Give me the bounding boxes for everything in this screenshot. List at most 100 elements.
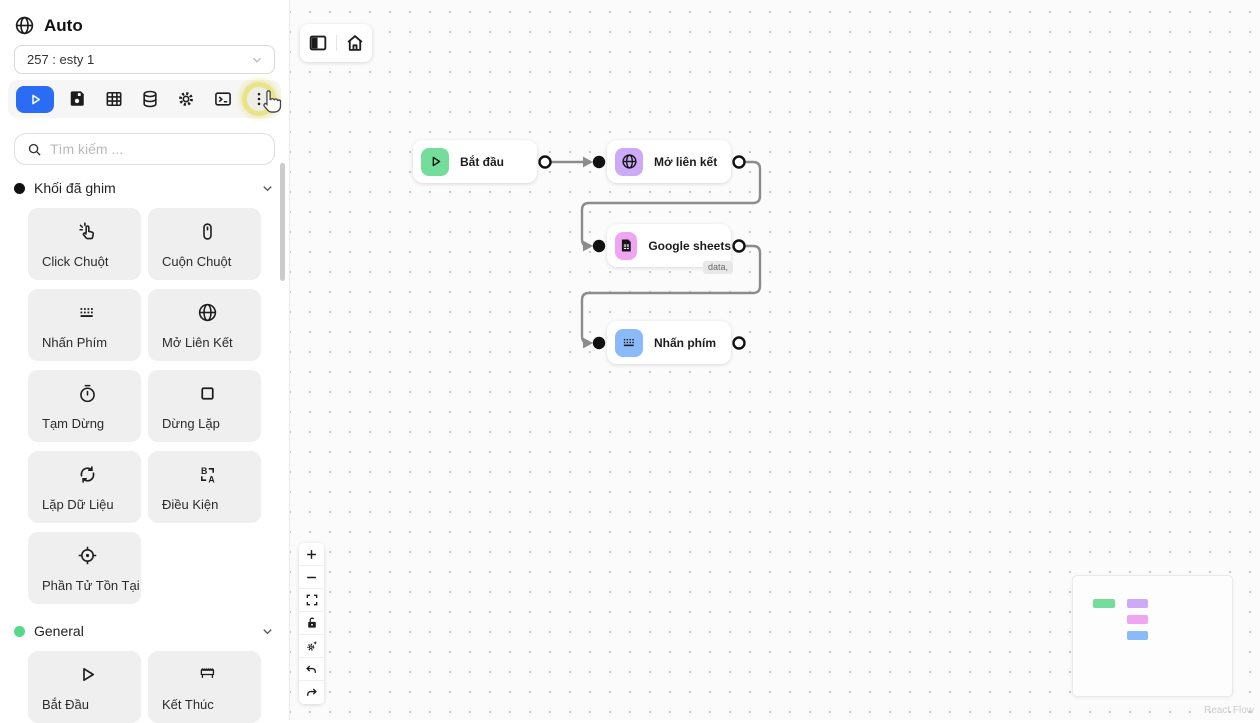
minimap-node-google-sheets <box>1127 615 1148 624</box>
section-label: General <box>34 623 84 639</box>
block-click-chuot[interactable]: Click Chuột <box>28 208 141 280</box>
sidebar: Auto 257 : esty 1 <box>0 0 290 723</box>
chevron-down-icon[interactable] <box>260 624 275 639</box>
play-icon <box>28 92 43 107</box>
chevron-down-icon <box>250 53 264 67</box>
canvas-controls <box>299 543 324 704</box>
fit-view-icon <box>305 593 319 607</box>
node-mo-lien-ket[interactable]: Mở liên kết <box>607 140 731 183</box>
keyboard-icon <box>42 302 133 323</box>
magic-gear-icon <box>305 639 319 653</box>
settings-button[interactable] <box>173 86 199 112</box>
locate-icon <box>42 545 133 566</box>
block-cuon-chuot[interactable]: Cuộn Chuột <box>148 208 261 280</box>
zoom-out-button[interactable] <box>299 566 324 589</box>
block-ket-thuc[interactable]: Kết Thúc <box>148 651 261 723</box>
undo-icon <box>304 662 319 677</box>
minimap[interactable] <box>1072 575 1233 697</box>
block-label: Điều Kiện <box>162 497 219 512</box>
save-icon <box>67 89 87 109</box>
node-label: Nhấn phím <box>654 335 716 350</box>
fit-view-button[interactable] <box>299 589 324 612</box>
redo-button[interactable] <box>299 681 324 704</box>
input-handle <box>592 155 606 169</box>
svg-text:A: A <box>208 474 215 484</box>
react-flow-attribution: React Flow <box>1203 705 1254 716</box>
edge-arrowhead <box>583 156 593 168</box>
play-icon <box>421 147 449 176</box>
output-handle <box>538 155 552 169</box>
terminal-button[interactable] <box>210 86 236 112</box>
block-bat-dau[interactable]: Bắt Đầu <box>28 651 141 723</box>
block-label: Mở Liên Kết <box>162 335 233 350</box>
play-outline-icon <box>42 664 133 685</box>
lock-button[interactable] <box>299 612 324 635</box>
input-handle <box>592 336 606 350</box>
chevron-down-icon[interactable] <box>260 181 275 196</box>
block-mo-lien-ket[interactable]: Mở Liên Kết <box>148 289 261 361</box>
toggle-sidebar-button[interactable] <box>304 29 332 57</box>
table-button[interactable] <box>101 86 127 112</box>
output-handle <box>732 239 746 253</box>
dots-vertical-icon <box>250 90 268 108</box>
globe-icon <box>162 302 253 323</box>
home-button[interactable] <box>341 29 369 57</box>
globe-icon <box>14 15 35 36</box>
node-nhan-phim[interactable]: Nhấn phím <box>607 321 731 364</box>
workflow-select[interactable]: 257 : esty 1 <box>14 45 275 74</box>
database-icon <box>140 89 160 109</box>
search-input[interactable] <box>50 141 264 157</box>
zoom-in-button[interactable] <box>299 543 324 566</box>
node-bat-dau[interactable]: Bắt đầu <box>413 140 537 183</box>
output-handle <box>732 155 746 169</box>
node-label: Google sheets <box>648 238 731 253</box>
node-label: Bắt đầu <box>460 154 505 169</box>
app-header: Auto <box>14 15 275 36</box>
edge-arrowhead <box>583 240 593 252</box>
block-label: Nhấn Phím <box>42 335 108 350</box>
table-icon <box>104 89 124 109</box>
auto-layout-button[interactable] <box>299 635 324 658</box>
zoom-in-icon <box>304 547 319 562</box>
svg-text:B: B <box>201 466 207 476</box>
block-dung-lap[interactable]: Dừng Lặp <box>148 370 261 442</box>
flow-canvas[interactable]: Bắt đầu Mở liên kết Google sheets data, … <box>290 0 1260 720</box>
loop-icon <box>42 464 133 485</box>
search-box[interactable] <box>14 133 275 165</box>
globe-icon <box>615 147 643 176</box>
output-handle <box>732 336 746 350</box>
block-label: Cuộn Chuột <box>162 254 232 269</box>
node-google-sheets[interactable]: Google sheets data, <box>607 224 733 274</box>
block-label: Kết Thúc <box>162 697 214 712</box>
minimap-node-mo-lien-ket <box>1127 599 1148 608</box>
sidebar-scrollbar[interactable] <box>280 163 285 281</box>
run-button[interactable] <box>16 85 54 113</box>
save-button[interactable] <box>64 86 90 112</box>
section-general-header[interactable]: General <box>14 621 275 641</box>
block-label: Phần Tử Tồn Tại <box>42 578 140 593</box>
data-button[interactable] <box>137 86 163 112</box>
block-lap-du-lieu[interactable]: Lặp Dữ Liệu <box>28 451 141 523</box>
block-label: Dừng Lặp <box>162 416 220 431</box>
block-tam-dung[interactable]: Tạm Dừng <box>28 370 141 442</box>
minimap-node-bat-dau <box>1093 599 1115 608</box>
block-label: Tạm Dừng <box>42 416 105 431</box>
search-icon <box>27 142 42 157</box>
keyboard-icon <box>615 328 643 357</box>
block-nhan-phim[interactable]: Nhấn Phím <box>28 289 141 361</box>
block-label: Click Chuột <box>42 254 109 269</box>
toolbar <box>8 80 281 118</box>
lock-icon <box>305 616 319 630</box>
section-dot <box>14 182 25 194</box>
stopwatch-icon <box>42 383 133 404</box>
block-phan-tu-ton-tai[interactable]: Phần Tử Tồn Tại <box>28 532 141 604</box>
block-label: Bắt Đầu <box>42 697 89 712</box>
pinned-block-grid: Click Chuột Cuộn Chuột Nhấn Phím Mở Liên… <box>28 208 261 604</box>
sheet-icon <box>615 231 638 260</box>
panel-toggle-icon <box>307 32 329 54</box>
more-button[interactable] <box>246 86 272 112</box>
section-pinned-header[interactable]: Khối đã ghim <box>14 178 275 198</box>
undo-button[interactable] <box>299 658 324 681</box>
